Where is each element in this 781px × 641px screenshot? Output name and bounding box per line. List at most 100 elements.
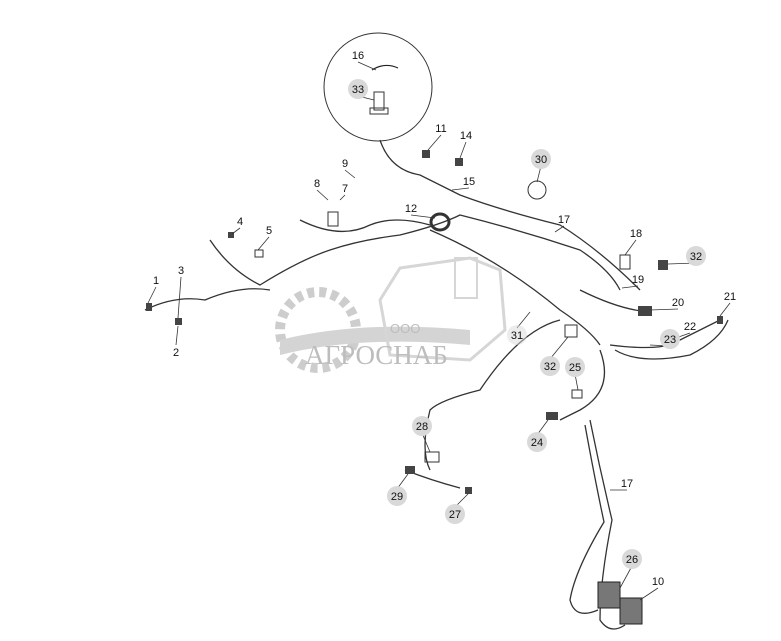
callout-number: 4 [237,216,243,228]
callout-28: 28 [412,416,432,453]
callout-11: 11 [427,123,447,151]
callout-number: 30 [535,154,547,166]
callout-number: 26 [626,554,638,566]
callout-8: 8 [314,178,329,201]
callout-33: 33 [348,79,375,101]
callout-number: 33 [352,84,364,96]
callout-number: 9 [342,158,348,170]
callout-number: 10 [652,576,664,588]
callout-23: 23 [649,329,680,349]
callout-5: 5 [257,225,272,251]
leader-line [624,239,637,256]
callout-20: 20 [649,297,684,311]
callout-14: 14 [459,130,472,159]
callout-circle [686,246,706,266]
callout-number: 23 [664,334,676,346]
leader-line [175,325,179,346]
leader-line [621,285,639,289]
leader-line [147,286,157,304]
callout-number: 28 [416,421,428,433]
callout-number: 32 [690,251,702,263]
leader-line [316,189,329,201]
callout-3: 3 [177,265,184,319]
callout-number: 16 [352,50,364,62]
callout-18: 18 [624,228,642,256]
callout-number: 17 [621,478,633,490]
watermark-logo [275,256,507,373]
callout-circle [540,356,560,376]
callout-number: 7 [342,183,348,195]
watermark-prefix: ООО [390,321,420,336]
leader-line [459,141,467,159]
callout-29: 29 [387,473,409,506]
callout-10: 10 [639,576,664,601]
leader-line [554,225,565,233]
callout-12: 12 [405,203,436,219]
callout-number: 17 [558,214,570,226]
leader-line [231,227,241,235]
callout-circle [527,432,547,452]
leader-line [257,236,270,251]
callout-24: 24 [527,419,549,452]
leader-line [649,308,679,311]
callout-15: 15 [451,176,475,191]
leader-line [410,214,436,219]
callout-number: 15 [463,176,475,188]
leader-line [619,565,633,589]
leader-line [344,169,356,179]
callout-9: 9 [342,158,356,179]
connectors [146,150,723,625]
leader-line [177,276,182,319]
clip-part [371,64,399,71]
leader-line [427,134,442,151]
callout-16: 16 [352,50,377,71]
callout-number: 32 [544,361,556,373]
callout-number: 8 [314,178,320,190]
callout-number: 12 [405,203,417,215]
callout-number: 3 [178,265,184,277]
leader-line [451,187,470,191]
callout-17: 17 [554,214,570,233]
leader-line [339,194,346,201]
callout-32: 32 [540,336,569,376]
callout-number: 31 [511,330,523,342]
callout-number: 2 [173,347,179,359]
callout-25: 25 [565,357,585,391]
callout-2: 2 [173,325,179,359]
callout-circle [507,325,527,345]
callout-number: 21 [724,291,736,303]
callout-circle [387,486,407,506]
callout-number: 20 [672,297,684,309]
leader-line [357,61,377,71]
callout-circle [412,416,432,436]
callout-30: 30 [531,149,551,183]
callout-27: 27 [445,493,469,524]
callout-circle [622,549,642,569]
leader-line [639,587,659,601]
callout-32: 32 [667,246,706,266]
callout-circle [348,79,368,99]
callout-1: 1 [147,275,159,304]
leader-line [549,336,569,360]
callout-4: 4 [231,216,243,235]
detail-inset [323,32,433,142]
callout-number: 29 [391,491,403,503]
callout-number: 19 [632,274,644,286]
callout-number: 22 [684,321,696,333]
callout-31: 31 [507,311,531,345]
callout-circle [445,504,465,524]
callout-7: 7 [339,183,348,201]
callout-19: 19 [621,274,644,289]
leader-line [421,432,431,453]
callout-number: 27 [449,509,461,521]
watermark-name: АГРОСНАБ [305,340,448,370]
callout-26: 26 [619,549,642,589]
callout-circle [531,149,551,169]
callout-circle [565,357,585,377]
callout-number: 11 [435,123,446,135]
callout-number: 5 [266,225,272,237]
leader-line [719,302,731,317]
